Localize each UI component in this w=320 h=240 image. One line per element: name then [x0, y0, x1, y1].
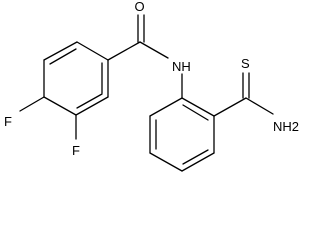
c-f-para-bond: [19, 96, 45, 112]
fluorine-meta-label: F: [72, 143, 80, 158]
amide-nh-label: NH: [172, 59, 191, 74]
sulfur-label: S: [241, 56, 250, 71]
molecule-structure: O NH F F S NH2: [4, 0, 299, 172]
oxygen-label: O: [135, 0, 145, 14]
amide-bond: [139, 41, 169, 59]
thioamide-group: [213, 72, 274, 117]
fluorine-para-label: F: [4, 114, 12, 129]
carbonyl-group: [107, 14, 145, 61]
difluorophenyl-ring: [43, 41, 109, 116]
thioamide-nh2-label: NH2: [273, 119, 299, 134]
phenyl-ring: [149, 97, 215, 172]
